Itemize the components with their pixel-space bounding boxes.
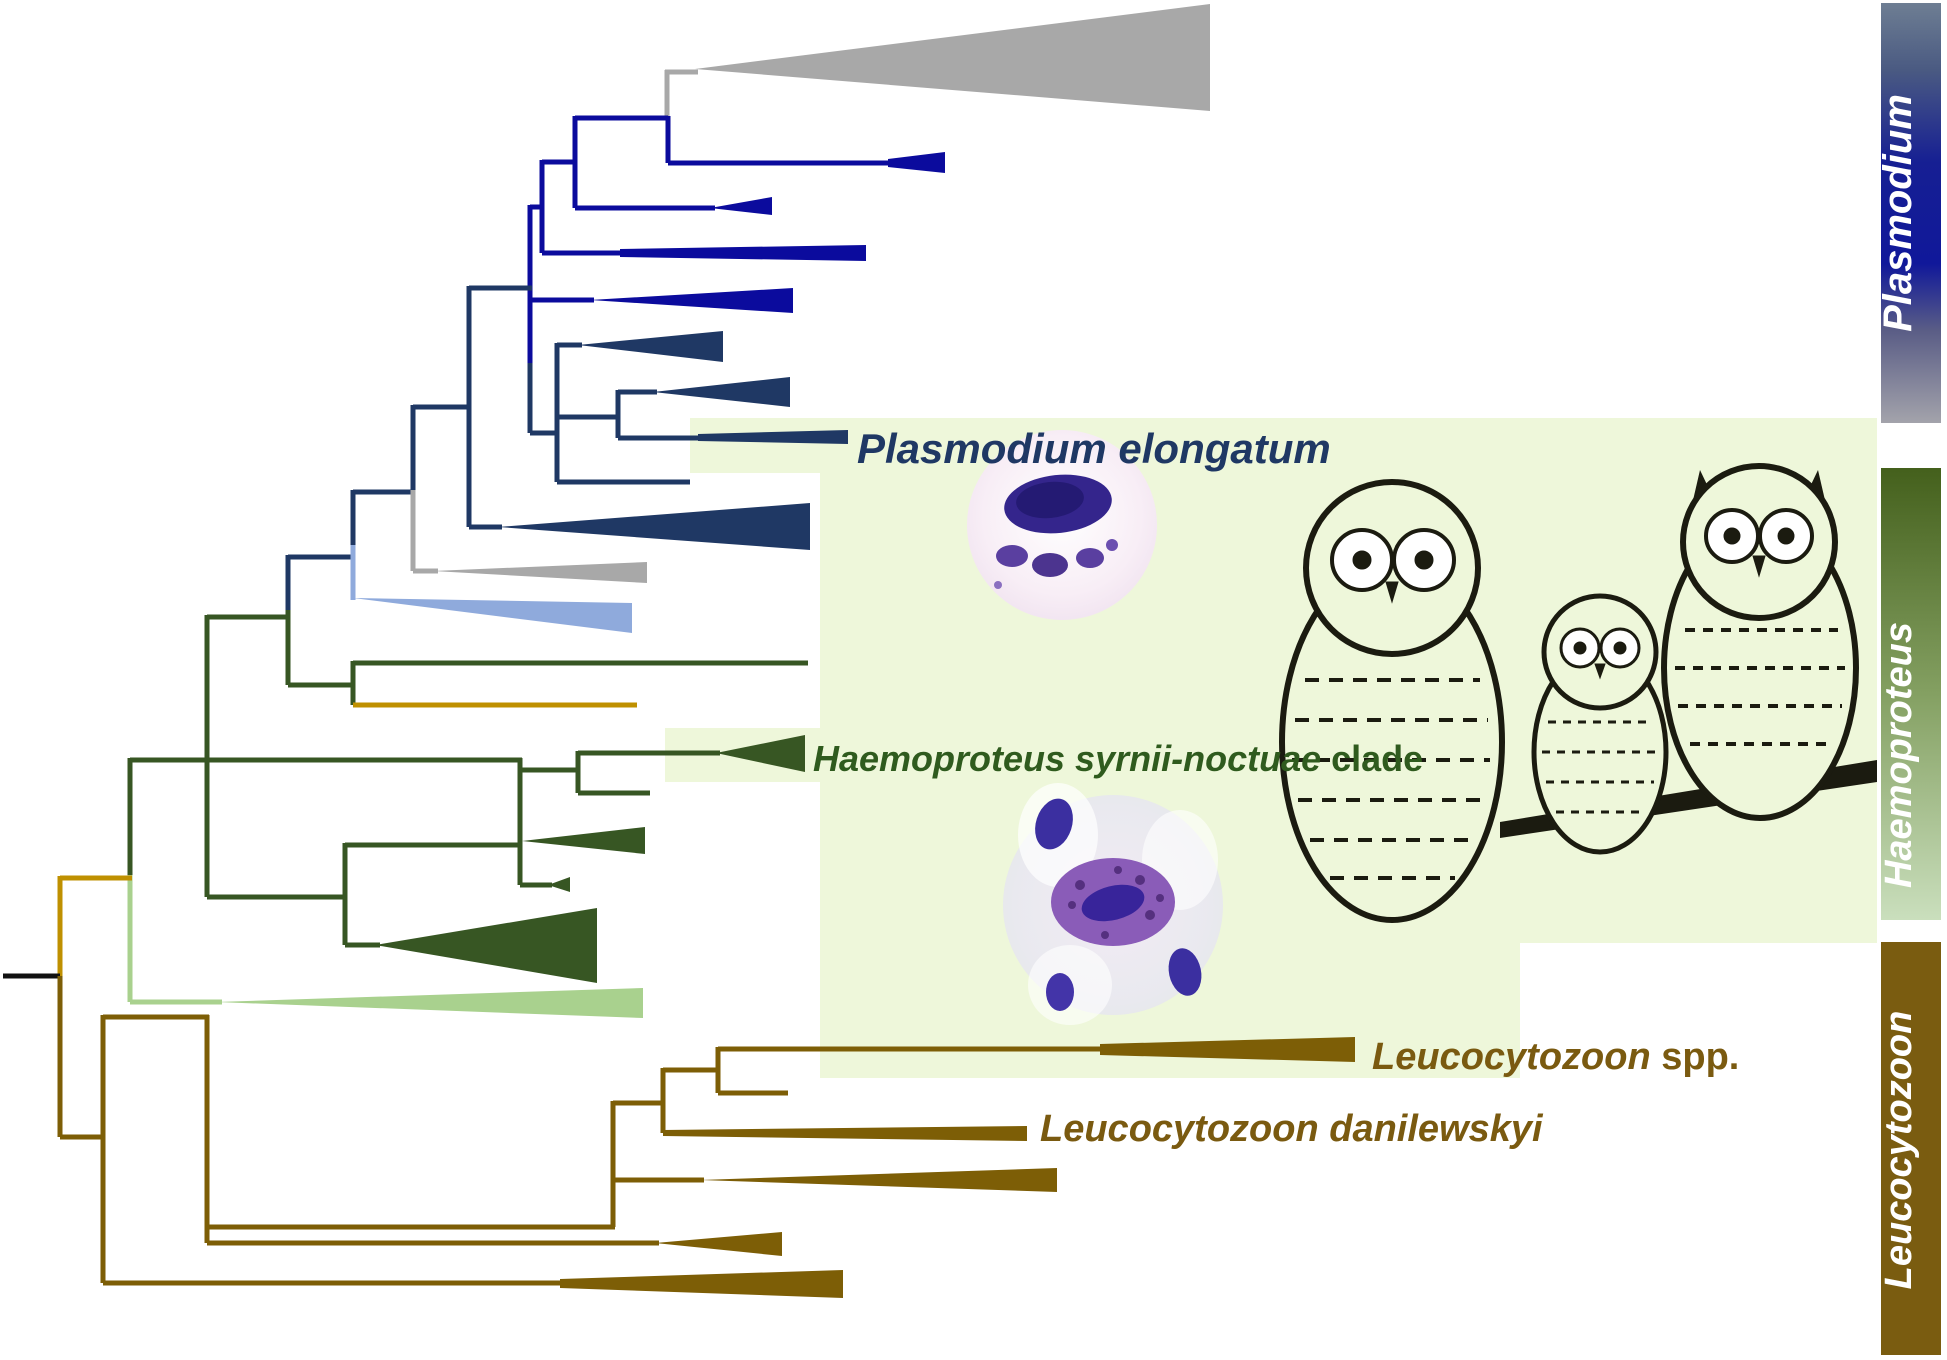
branches-gold xyxy=(57,702,637,978)
highlight-band xyxy=(665,418,1877,1078)
label-spp-suffix: spp. xyxy=(1651,1036,1740,1078)
sidebar-plasmodium-bar: Plasmodium xyxy=(1876,3,1941,423)
owls-illustration xyxy=(1279,463,1877,923)
label-clade-suffix: clade xyxy=(1321,738,1423,779)
clade-royal-navy xyxy=(527,115,945,365)
label-leucocytozoon-genus: Leucocytozoon xyxy=(1372,1036,1651,1078)
clade-slate-navy xyxy=(285,285,848,612)
blood-smear-haemoproteus xyxy=(1003,783,1223,1025)
label-leucocytozoon-danilewskyi: Leucocytozoon danilewskyi xyxy=(1040,1108,1544,1150)
label-plasmodium-elongatum: Plasmodium elongatum xyxy=(857,425,1331,472)
sidebar-haemoproteus-bar: Haemoproteus xyxy=(1878,468,1941,920)
sidebar-leucocytozoon-label: Leucocytozoon xyxy=(1878,1011,1920,1290)
tip-gray-small xyxy=(410,490,647,583)
blood-smear-plasmodium-elongatum xyxy=(967,430,1157,620)
label-haemoproteus-syrnii-species: Haemoproteus syrnii-noctuae xyxy=(813,738,1321,779)
clade-leucocytozoon-brown xyxy=(57,976,1355,1298)
tip-light-blue xyxy=(350,545,632,633)
sidebar-plasmodium-label: Plasmodium xyxy=(1876,94,1920,332)
label-haemoproteus-syrnii: Haemoproteus syrnii-noctuae clade xyxy=(813,738,1423,779)
sidebar-leucocytozoon-bar: Leucocytozoon xyxy=(1878,942,1941,1355)
clade-gray-outgroup xyxy=(664,4,1210,118)
sidebar-haemoproteus-label: Haemoproteus xyxy=(1878,622,1920,888)
tip-light-green xyxy=(127,875,643,1018)
clade-haemoproteus-green xyxy=(127,610,808,983)
label-leucocytozoon-spp: Leucocytozoon spp. xyxy=(1372,1036,1739,1078)
